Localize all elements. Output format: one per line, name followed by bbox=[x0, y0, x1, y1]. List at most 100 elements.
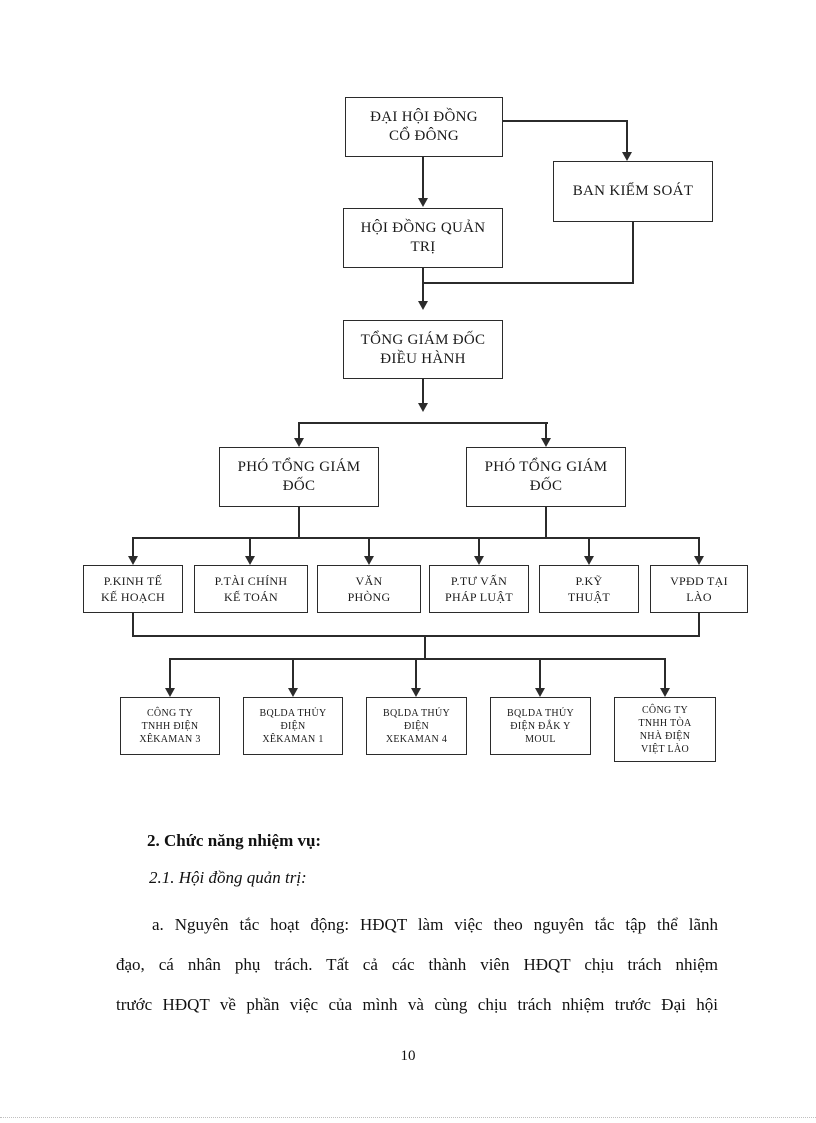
box-vpdd-tai-lao: VPĐD TẠI LÀO bbox=[650, 565, 748, 613]
box-label-line: PHÒNG bbox=[347, 590, 391, 604]
box-label-line: TRỊ bbox=[410, 239, 436, 255]
arrowhead-down bbox=[165, 688, 175, 697]
box-label-line: ĐỐC bbox=[529, 478, 563, 494]
connector-line bbox=[664, 659, 666, 688]
page-bottom-divider bbox=[0, 1117, 816, 1118]
box-label-line: MOUL bbox=[525, 733, 556, 745]
connector-line bbox=[169, 659, 171, 688]
box-label-line: BQLDA THỦY bbox=[383, 707, 450, 719]
connector-line bbox=[292, 659, 294, 688]
box-van-phong: VĂN PHÒNG bbox=[317, 565, 421, 613]
box-label-line: CỔ ĐÔNG bbox=[388, 128, 460, 144]
box-bqlda-thuy-dien-xekaman-1: BQLDA THỦY ĐIỆN XÊKAMAN 1 bbox=[243, 697, 343, 755]
connector-line bbox=[132, 539, 134, 556]
connector-line bbox=[423, 282, 634, 284]
connector-line bbox=[132, 537, 700, 539]
connector-line bbox=[424, 636, 426, 660]
box-label-line: XÊKAMAN 1 bbox=[262, 733, 324, 745]
box-label-line: P.KỸ bbox=[575, 574, 603, 588]
connector-line bbox=[545, 423, 547, 438]
page-number: 10 bbox=[400, 1048, 416, 1064]
paragraph-line: trước HĐQT về phần việc của mình và cùng… bbox=[116, 995, 718, 1014]
arrowhead-down bbox=[660, 688, 670, 697]
section-subheading: 2.1. Hội đồng quản trị: bbox=[149, 868, 307, 887]
connector-line bbox=[169, 658, 666, 660]
box-label-line: KẾ HOẠCH bbox=[100, 590, 166, 604]
box-label-line: ĐIỆN bbox=[403, 720, 430, 732]
connector-line bbox=[626, 121, 628, 152]
connector-line bbox=[545, 507, 547, 539]
arrowhead-down bbox=[418, 198, 428, 207]
box-p-tu-van-phap-luat: P.TƯ VẤN PHÁP LUẬT bbox=[429, 565, 529, 613]
connector-line bbox=[298, 507, 300, 539]
box-bqlda-thuy-dien-dak-y-moul: BQLDA THỦY ĐIỆN ĐẮK Y MOUL bbox=[490, 697, 591, 755]
arrowhead-down bbox=[474, 556, 484, 565]
box-label-line: PHÓ TỔNG GIÁM bbox=[237, 459, 361, 475]
box-label-line: CÔNG TY bbox=[146, 707, 194, 719]
box-p-tai-chinh-ke-toan: P.TÀI CHÍNH KẾ TOÁN bbox=[194, 565, 308, 613]
box-label-line: BQLDA THỦY bbox=[507, 707, 574, 719]
box-cty-tnhh-toa-nha-dien-viet-lao: CÔNG TY TNHH TÒA NHÀ ĐIỆN VIỆT LÀO bbox=[614, 697, 716, 762]
connector-line bbox=[503, 120, 628, 122]
box-label-line: VIỆT LÀO bbox=[640, 743, 690, 755]
box-cty-tnhh-dien-xekaman-3: CÔNG TY TNHH ĐIỆN XÊKAMAN 3 bbox=[120, 697, 220, 755]
arrowhead-down bbox=[288, 688, 298, 697]
connector-line bbox=[298, 423, 300, 438]
arrowhead-down bbox=[128, 556, 138, 565]
box-label-line: ĐIỀU HÀNH bbox=[380, 350, 466, 367]
connector-line bbox=[698, 613, 700, 637]
connector-line bbox=[132, 635, 700, 637]
connector-line bbox=[422, 157, 424, 198]
arrowhead-down bbox=[622, 152, 632, 161]
box-tong-giam-doc: TỔNG GIÁM ĐỐC ĐIỀU HÀNH bbox=[343, 320, 503, 379]
connector-line bbox=[132, 613, 134, 637]
box-label-line: XEKAMAN 4 bbox=[385, 733, 448, 745]
box-label-line: LÀO bbox=[686, 590, 712, 604]
connector-line bbox=[539, 659, 541, 688]
box-label-line: P.KINH TẾ bbox=[103, 574, 163, 588]
arrowhead-down bbox=[294, 438, 304, 447]
box-label-line: VĂN bbox=[355, 574, 383, 588]
box-label-line: VPĐD TẠI bbox=[670, 574, 728, 588]
box-pho-tong-giam-doc-1: PHÓ TỔNG GIÁM ĐỐC bbox=[219, 447, 379, 507]
box-label-line: THUẬT bbox=[567, 590, 611, 604]
arrowhead-down bbox=[418, 403, 428, 412]
box-label-line: P.TÀI CHÍNH bbox=[214, 574, 288, 588]
arrowhead-down bbox=[411, 688, 421, 697]
connector-line bbox=[368, 539, 370, 556]
connector-line bbox=[249, 539, 251, 556]
connector-line bbox=[632, 222, 634, 284]
box-label-line: ĐIỆN ĐẮK Y bbox=[510, 720, 571, 732]
box-label-line: PHÓ TỔNG GIÁM bbox=[484, 459, 608, 475]
connector-line bbox=[698, 539, 700, 556]
connector-line bbox=[422, 268, 424, 301]
box-dai-hoi-dong-co-dong: ĐẠI HỘI ĐỒNG CỔ ĐÔNG bbox=[345, 97, 503, 157]
connector-line bbox=[415, 659, 417, 688]
arrowhead-down bbox=[535, 688, 545, 697]
box-label-line: ĐẠI HỘI ĐỒNG bbox=[370, 109, 478, 125]
box-label-line: ĐIỆN bbox=[280, 720, 306, 732]
arrowhead-down bbox=[364, 556, 374, 565]
box-bqlda-thuy-dien-xekaman-4: BQLDA THỦY ĐIỆN XEKAMAN 4 bbox=[366, 697, 467, 755]
box-hoi-dong-quan-tri: HỘI ĐỒNG QUẢN TRỊ bbox=[343, 208, 503, 268]
box-pho-tong-giam-doc-2: PHÓ TỔNG GIÁM ĐỐC bbox=[466, 447, 626, 507]
box-label-line: KẾ TOÁN bbox=[224, 590, 278, 604]
connector-line bbox=[588, 539, 590, 556]
arrowhead-down bbox=[584, 556, 594, 565]
box-label-line: ĐỐC bbox=[282, 478, 316, 494]
box-label-line: CÔNG TY bbox=[641, 704, 689, 716]
arrowhead-down bbox=[245, 556, 255, 565]
box-label-line: TỔNG GIÁM ĐỐC bbox=[360, 331, 486, 348]
arrowhead-down bbox=[541, 438, 551, 447]
connector-line bbox=[298, 422, 548, 424]
section-heading: 2. Chức năng nhiệm vụ: bbox=[147, 831, 322, 850]
arrowhead-down bbox=[418, 301, 428, 310]
box-label-line: P.TƯ VẤN bbox=[450, 574, 508, 588]
body-paragraph: a. Nguyên tắc hoạt động: HĐQT làm việc t… bbox=[116, 905, 718, 1025]
box-label-line: TNHH TÒA bbox=[638, 717, 692, 729]
paragraph-line: a. Nguyên tắc hoạt động: HĐQT làm việc t… bbox=[152, 915, 718, 934]
connector-line bbox=[422, 379, 424, 403]
box-label-line: NHÀ ĐIỆN bbox=[639, 730, 691, 742]
paragraph-line: đạo, cá nhân phụ trách. Tất cả các thành… bbox=[116, 955, 718, 974]
